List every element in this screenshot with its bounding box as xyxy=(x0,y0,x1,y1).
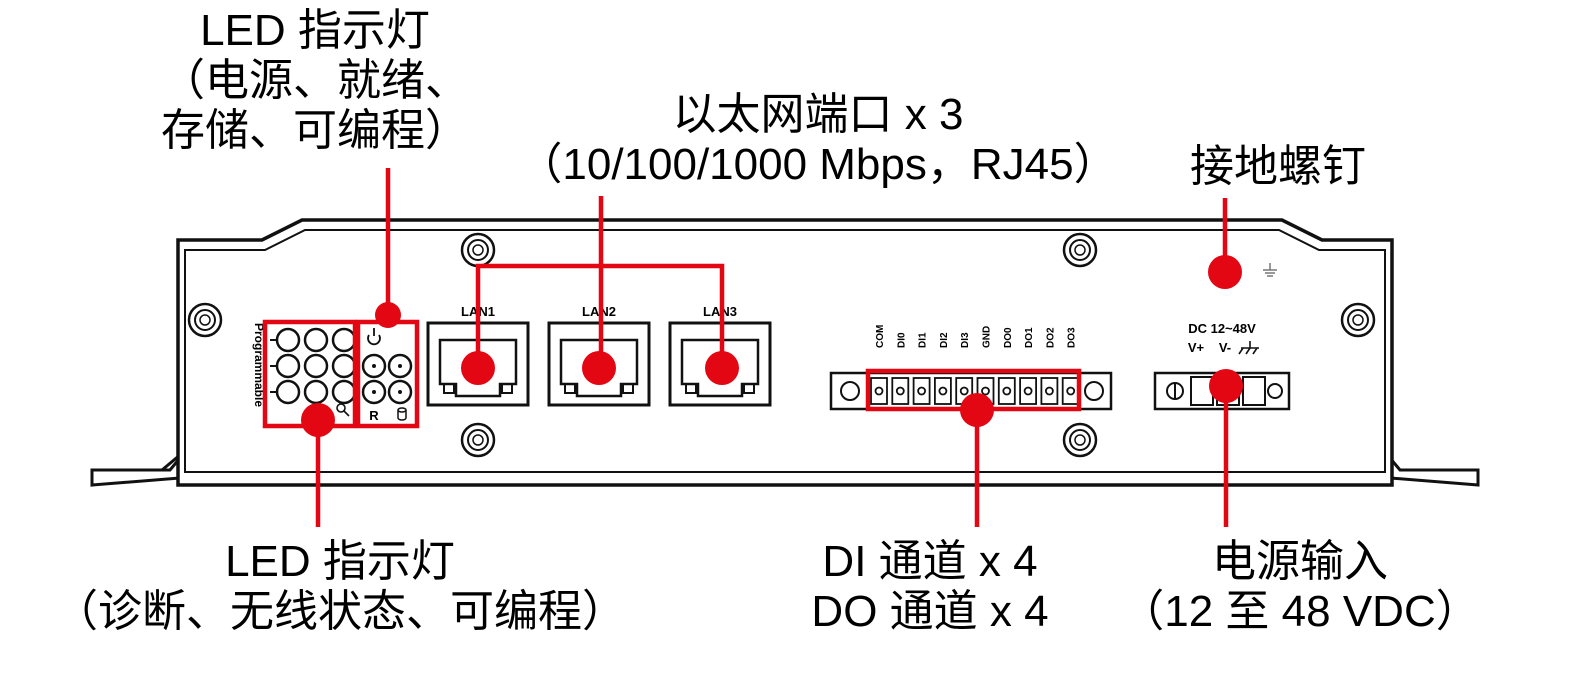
marker-dots xyxy=(301,255,1243,437)
mounting-flange-left-plate xyxy=(90,453,182,487)
power-icon xyxy=(367,328,381,346)
panel-screw-top-left xyxy=(460,232,496,268)
marker-ground-screw xyxy=(1208,255,1242,289)
mounting-flange-right xyxy=(1388,453,1480,487)
dio-pin-label-do1: DO1 xyxy=(1024,327,1035,348)
status-led-dots xyxy=(372,364,402,394)
dio-pin-screw-di3 xyxy=(959,386,969,396)
callout-power-input-line1: 电源输入 xyxy=(1212,537,1388,586)
panel-screw-bottom-left xyxy=(460,422,496,458)
dio-pin-label-di2: DI2 xyxy=(939,332,950,348)
dio-pin-slot-di0[interactable] xyxy=(891,377,910,405)
callout-dio-line1: DI 通道 x 4 xyxy=(822,537,1038,586)
dio-pin-screw-di0 xyxy=(895,386,905,396)
dio-pin-screw-di2 xyxy=(938,386,948,396)
panel-screw-left xyxy=(187,302,223,338)
callout-led-top: LED 指示灯 （电源、就绪、 存储、可编程） xyxy=(120,6,510,156)
dio-pin-slot-do0[interactable] xyxy=(997,377,1016,405)
chassis-outline xyxy=(176,218,1394,487)
dio-pin-label-do0: DO0 xyxy=(1003,327,1014,348)
callout-led-bottom-line2: （诊断、无线状态、可编程） xyxy=(54,587,626,636)
callout-ethernet-line1: 以太网端口 x 3 xyxy=(672,90,964,139)
dio-pin-screw-gnd xyxy=(981,386,990,396)
leader-lines xyxy=(315,168,1229,527)
callout-dio-line2: DO 通道 x 4 xyxy=(811,587,1049,636)
dio-pin-slot-do2[interactable] xyxy=(1040,377,1059,405)
callout-ethernet-line2: （10/100/1000 Mbps，RJ45） xyxy=(518,140,1118,189)
magnifier-icon xyxy=(336,403,350,417)
dc-pin-vplus: V+ xyxy=(1188,340,1205,355)
chassis-ground-icon xyxy=(1238,341,1259,355)
dio-pin-screw-do1 xyxy=(1023,386,1033,396)
dio-pin-label-gnd: GND xyxy=(982,326,993,348)
marker-led-bottom xyxy=(301,403,335,437)
callout-ethernet: 以太网端口 x 3 （10/100/1000 Mbps，RJ45） xyxy=(488,90,1148,190)
dio-pin-screw-di1 xyxy=(917,386,926,396)
dio-pin-label-do3: DO3 xyxy=(1067,327,1078,348)
dio-pin-screw-do0 xyxy=(1002,386,1012,396)
panel-screw-bottom-right xyxy=(1062,422,1098,458)
panel-screw-top-right xyxy=(1062,232,1098,268)
dio-pin-screw-do3 xyxy=(1066,386,1076,396)
callout-ground-screw-line1: 接地螺钉 xyxy=(1190,142,1366,191)
marker-led-top xyxy=(375,302,401,328)
marker-dio xyxy=(960,393,994,427)
dio-pin-slot-di2[interactable] xyxy=(934,377,952,405)
dio-pin-slot-do1[interactable] xyxy=(1019,377,1037,405)
callout-led-top-line2: （电源、就绪、 xyxy=(161,56,469,105)
dio-pin-label-do2: DO2 xyxy=(1045,327,1056,348)
dio-pin-screw-do2 xyxy=(1045,386,1054,396)
programmable-led-grid xyxy=(275,327,357,405)
dio-pin-label-di1: DI1 xyxy=(918,332,929,348)
dc-pin-vminus: V- xyxy=(1219,340,1231,355)
callout-led-top-line1: LED 指示灯 xyxy=(200,6,430,55)
dio-pin-slot-di1[interactable] xyxy=(912,377,931,405)
callout-led-top-line3: 存储、可编程） xyxy=(161,106,469,155)
marker-lan2 xyxy=(582,351,616,385)
callout-power-input: 电源输入 （12 至 48 VDC） xyxy=(1090,537,1510,637)
panel-screw-right xyxy=(1340,302,1376,338)
callout-led-bottom-line1: LED 指示灯 xyxy=(225,537,455,586)
reset-label: R xyxy=(369,408,379,423)
callout-led-bottom: LED 指示灯 （诊断、无线状态、可编程） xyxy=(0,537,680,637)
ground-symbol-icon xyxy=(1263,263,1277,277)
dio-pin-label-com: COM xyxy=(875,325,886,348)
storage-icon xyxy=(397,407,407,421)
dio-pin-label-di0: DI0 xyxy=(896,332,907,348)
programmable-label: Programmable xyxy=(252,323,266,407)
marker-lan3 xyxy=(705,351,739,385)
dio-pin-slot-com[interactable] xyxy=(870,377,888,405)
callout-power-input-line2: （12 至 48 VDC） xyxy=(1120,587,1480,636)
dc-label: DC 12~48V xyxy=(1188,321,1256,336)
dio-pin-label-di3: DI3 xyxy=(960,332,971,348)
marker-lan1 xyxy=(461,351,495,385)
callout-dio: DI 通道 x 4 DO 通道 x 4 xyxy=(770,537,1090,637)
dio-pin-labels: COM DI0 DI1 DI2 DI3 GND DO0 DO1 DO2 DO3 xyxy=(875,325,1078,348)
marker-power-input xyxy=(1209,369,1243,403)
callout-ground-screw: 接地螺钉 xyxy=(1148,142,1408,192)
dio-pin-screw-com xyxy=(874,386,884,396)
chassis-inner-line xyxy=(184,229,1386,473)
